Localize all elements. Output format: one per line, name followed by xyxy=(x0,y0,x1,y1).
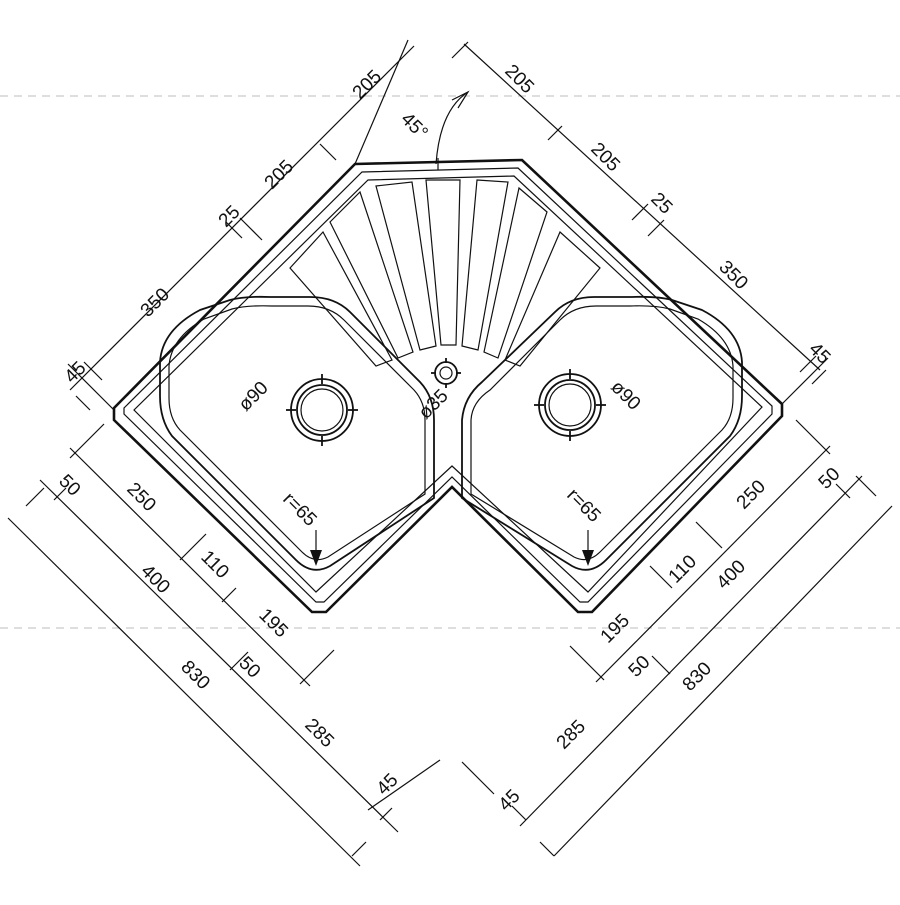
dimension-lines-bottom-right xyxy=(461,419,893,857)
right-hole-diameter-label: ø90 xyxy=(606,377,644,415)
dim-bottom-left-285: 285 xyxy=(300,715,337,752)
dim-bottom-left-250: 250 xyxy=(122,479,159,516)
dimension-lines-bottom-left xyxy=(7,423,441,867)
dim-top-left-350: 350 xyxy=(137,284,174,321)
dim-top-right-205-outer: 205 xyxy=(500,61,537,98)
dim-top-left-25: 25 xyxy=(215,202,245,232)
dim-bottom-right-50-top: 50 xyxy=(815,464,845,494)
dim-top-left-205-outer: 205 xyxy=(349,66,386,103)
dim-bottom-right-250: 250 xyxy=(733,476,770,513)
dim-bottom-left-400: 400 xyxy=(136,561,173,598)
dim-bottom-left-50-top: 50 xyxy=(54,471,84,501)
left-drain-hole xyxy=(286,374,358,446)
center-hole-diameter-label: ø35 xyxy=(415,386,453,424)
left-bowl xyxy=(159,295,435,571)
dim-top-right-45: 45 xyxy=(804,339,834,369)
dim-bottom-left-830: 830 xyxy=(176,657,213,694)
sink-outline xyxy=(112,158,784,614)
dim-top-left-205-inner: 205 xyxy=(261,156,298,193)
right-radius-label: r=65 xyxy=(562,485,604,527)
background-guides xyxy=(0,95,900,629)
angle-indicator xyxy=(435,90,470,170)
angle-label: 45° xyxy=(396,109,431,144)
drainboard-ribs xyxy=(289,179,601,367)
dim-bottom-left-50-mid: 50 xyxy=(234,653,264,683)
dim-top-left-45: 45 xyxy=(61,358,91,388)
dim-bottom-right-400: 400 xyxy=(713,556,750,593)
dim-bottom-left-45: 45 xyxy=(373,770,403,800)
center-tap-hole xyxy=(431,358,461,388)
dim-top-right-350: 350 xyxy=(714,257,751,294)
dim-bottom-right-285: 285 xyxy=(553,716,590,753)
left-radius-label: r=65 xyxy=(278,489,320,531)
dim-bottom-right-50-mid: 50 xyxy=(625,652,655,682)
dim-bottom-right-45: 45 xyxy=(495,786,525,816)
dimension-lines-top-left xyxy=(67,39,415,411)
dim-bottom-right-830: 830 xyxy=(679,658,716,695)
dim-top-right-25: 25 xyxy=(646,189,676,219)
dim-top-right-205-inner: 205 xyxy=(586,139,623,176)
dim-bottom-left-110: 110 xyxy=(196,547,232,583)
left-hole-diameter-label: ø90 xyxy=(235,378,273,416)
dim-bottom-right-195: 195 xyxy=(597,610,634,647)
dimension-lines-top-right xyxy=(451,41,829,405)
radius-arrows xyxy=(310,530,594,566)
right-drain-hole xyxy=(534,369,606,441)
